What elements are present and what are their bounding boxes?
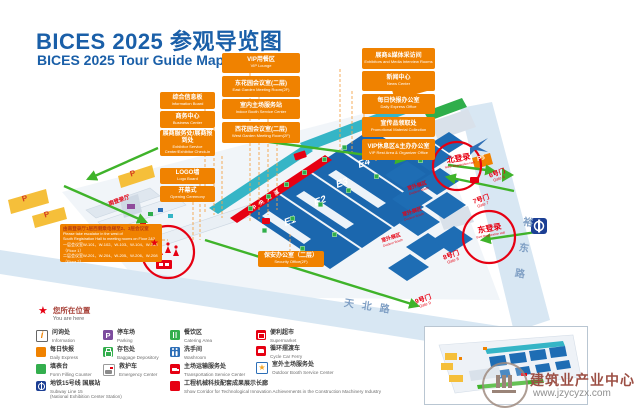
service-point-icon xyxy=(322,157,327,162)
you-are-here-legend: 您所在位置 You are here xyxy=(38,305,91,322)
ambulance-icon xyxy=(103,364,115,376)
airplane-icon xyxy=(470,138,488,155)
service-point-icon xyxy=(374,174,379,179)
lobby-strip xyxy=(209,145,313,214)
service-point-icon xyxy=(342,145,347,150)
south-entrance-badge xyxy=(156,260,172,269)
parking-icon xyxy=(103,330,113,340)
ferry-icon xyxy=(256,346,266,356)
star-icon xyxy=(38,305,48,317)
service-point-icon xyxy=(302,170,307,175)
info-icon xyxy=(36,330,48,342)
info-label-security-office: 保安办公室（二层）Security Office(2F) xyxy=(258,251,324,267)
show-corridor-icon xyxy=(170,381,180,391)
north-registration-building xyxy=(430,109,476,140)
north-green-bar xyxy=(424,98,467,121)
subway-icon xyxy=(531,218,547,234)
service-point-icon xyxy=(262,228,267,233)
info-label-east-garden-room: 东花园会议室(二层)East Garden Meeting Room(2F) xyxy=(222,76,300,97)
service-point-icon xyxy=(332,232,337,237)
page-title: BICES 2025 参观导览图 xyxy=(36,29,283,54)
service-point-icon xyxy=(300,246,305,251)
service-point-icon xyxy=(266,194,271,199)
hall-e3-shape xyxy=(309,150,424,227)
east-registration-circle xyxy=(461,209,517,265)
catering-icon xyxy=(170,330,180,340)
watermark-url: www.jzycyzx.com xyxy=(533,388,611,399)
exhibition-halls xyxy=(245,129,441,269)
washroom-icon xyxy=(170,347,180,357)
hall-e1-shape xyxy=(245,192,360,269)
watermark-name: 建筑业产业中心 xyxy=(530,372,635,388)
baggage-icon xyxy=(103,347,113,357)
hall-e2-shape xyxy=(277,171,392,248)
subway-icon xyxy=(36,381,46,391)
vip-badge xyxy=(293,150,307,161)
page-subtitle: BICES 2025 Tour Guide Map xyxy=(37,52,225,68)
transport-icon xyxy=(170,364,180,374)
service-point-icon xyxy=(318,202,323,207)
daily-express-icon xyxy=(36,347,46,357)
supermarket-icon xyxy=(256,330,266,340)
service-point-icon xyxy=(346,188,351,193)
gate-badge xyxy=(470,177,479,183)
service-point-icon xyxy=(290,216,295,221)
north-registration-circle xyxy=(431,140,483,192)
service-point-icon xyxy=(284,182,289,187)
info-label-west-garden-room: 西花园会议室(二层)West Garden Meeting Room(2F) xyxy=(222,122,300,143)
tianbei-road xyxy=(0,250,512,352)
meeting-room-note: 由南登录厅1层西侧乘电梯至2、3层会议室 Please take escalat… xyxy=(60,224,162,264)
watermark-stamp-icon xyxy=(482,362,528,408)
outdoor-service-icon xyxy=(256,362,268,374)
service-point-icon xyxy=(248,206,253,211)
hall-badge xyxy=(262,218,270,224)
outdoor-exhibit-tiles xyxy=(385,132,473,281)
you-are-here-star-icon xyxy=(150,238,159,249)
registration-circles xyxy=(140,140,517,280)
form-counter-icon xyxy=(36,364,46,374)
service-point-icon xyxy=(418,158,423,163)
